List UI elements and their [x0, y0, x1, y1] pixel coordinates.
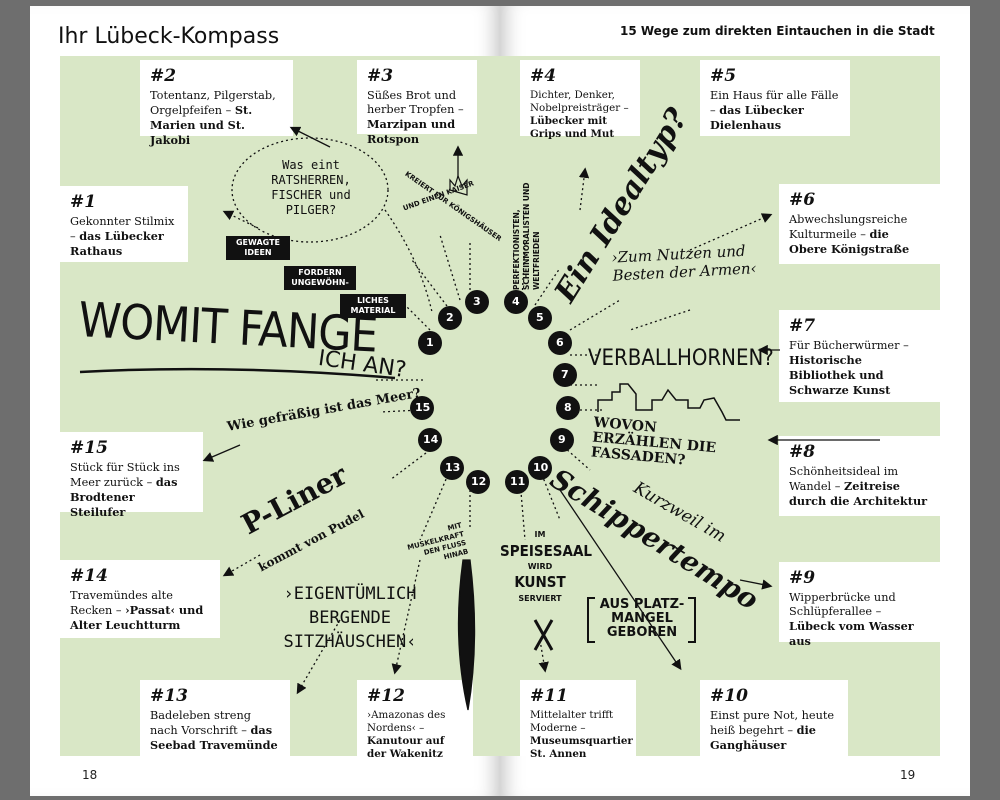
page-title: Ihr Lübeck-Kompass	[58, 24, 280, 49]
entry-bold: das Brodtener Steilufer	[70, 475, 178, 519]
entry-number: #2	[150, 66, 177, 86]
entry-box-14: #14 Travemündes alte Recken – ›Passat‹ u…	[60, 560, 220, 638]
entry-number: #13	[150, 686, 188, 706]
entry-bold: Lübecker mit Grips und Mut	[530, 115, 615, 140]
entry-number: #10	[710, 686, 748, 706]
entry-bold: die Ganghäuser	[710, 723, 816, 752]
entry-bold: St. Marien und St. Jakobi	[150, 103, 253, 147]
caption-kunst: KUNST	[514, 573, 566, 591]
entry-text: Abwechslungsreiche Kulturmeile –	[789, 213, 908, 241]
compass-number: 15	[415, 401, 431, 414]
page-subtitle: 15 Wege zum direkten Eintauchen in die S…	[620, 24, 935, 38]
entry-text: Mittelalter trifft Moderne –	[530, 709, 614, 734]
entry-number: #12	[367, 686, 405, 706]
entry-number: #8	[789, 442, 816, 462]
caption-serviert: SERVIERT	[518, 594, 562, 603]
entry-text: Badeleben streng nach Vorschrift –	[150, 709, 251, 737]
entry-text: Stück für Stück ins Meer zurück –	[70, 461, 180, 489]
entry-number: #4	[530, 66, 557, 86]
entry-number: #14	[70, 566, 108, 586]
entry-text: ›Amazonas des Nordens‹ –	[367, 709, 446, 734]
entry-number: #7	[789, 316, 816, 336]
entry-box-6: #6 Abwechslungsreiche Kulturmeile – die …	[779, 184, 940, 264]
compass-number: 3	[473, 295, 481, 308]
entry-box-1: #1 Gekonnter Stilmix – das Lübecker Rath…	[60, 186, 188, 262]
compass-number: 2	[446, 311, 454, 324]
label-gewagte: GEWAGTE IDEEN	[226, 236, 290, 260]
headline-verballhornen: VERBALLHORNEN?	[588, 346, 774, 371]
entry-bold: Historische Bibliothek und Schwarze Kuns…	[789, 353, 891, 397]
entry-bold: ›Passat‹ und Alter Leuchtturm	[70, 603, 204, 632]
compass-number: 5	[536, 311, 544, 324]
page-number-left: 18	[82, 768, 98, 782]
caption-platzmangel: AUS PLATZ-MANGEL GEBOREN	[599, 597, 685, 640]
entry-bold: die Obere Königstraße	[789, 227, 910, 256]
page-number-right: 19	[900, 768, 916, 782]
entry-bold: das Lübecker Rathaus	[70, 229, 164, 258]
compass-number: 8	[564, 401, 572, 414]
compass-number: 10	[533, 461, 549, 474]
compass-number: 7	[561, 368, 569, 381]
compass-number: 11	[510, 475, 526, 488]
entry-bold: Museumsquartier St. Annen	[530, 735, 633, 760]
entry-box-2: #2 Totentanz, Pilgerstab, Orgelpfeifen –…	[140, 60, 293, 147]
entry-box-5: #5 Ein Haus für alle Fälle – das Lübecke…	[700, 60, 850, 136]
compass-number: 14	[423, 433, 439, 446]
entry-bold: Kanutour auf der Wakenitz	[367, 735, 445, 760]
caption-speisesaal: SPEISESAAL	[500, 542, 592, 560]
caption-wird: WIRD	[527, 562, 553, 571]
bubble-text: Was eint RATSHERREN, FISCHER und PILGER?	[271, 158, 351, 217]
entry-box-9: #9 Wipperbrücke und Schlüpferallee – Lüb…	[779, 562, 940, 648]
entry-number: #9	[789, 568, 816, 588]
entry-box-10: #10 Einst pure Not, heute heiß begehrt –…	[700, 680, 848, 756]
entry-bold: das Lübecker Dielenhaus	[710, 103, 804, 132]
entry-box-13: #13 Badeleben streng nach Vorschrift – d…	[140, 680, 290, 756]
entry-box-3: #3 Süßes Brot und herber Tropfen – Marzi…	[357, 60, 477, 146]
caption-im: IM	[534, 530, 546, 539]
entry-bold: Zeitreise durch die Architektur	[789, 479, 928, 508]
entry-bold: das Seebad Travemünde	[150, 723, 278, 752]
entry-number: #5	[710, 66, 737, 86]
entry-box-8: #8 Schönheitsideal im Wandel – Zeitreise…	[779, 436, 940, 516]
entry-box-15: #15 Stück für Stück ins Meer zurück – da…	[60, 432, 203, 519]
entry-text: Für Bücherwürmer –	[789, 339, 909, 352]
entry-box-12: #12 ›Amazonas des Nordens‹ – Kanutour au…	[357, 680, 473, 760]
entry-number: #11	[530, 686, 568, 706]
compass-number: 9	[558, 433, 566, 446]
compass-number: 1	[426, 336, 434, 349]
entry-text: Ein Haus für alle Fälle –	[710, 89, 839, 117]
entry-bold: Lübeck vom Wasser aus	[789, 619, 914, 648]
compass-number: 6	[556, 336, 564, 349]
entry-text: Travemündes alte Recken –	[70, 589, 173, 617]
label-liches: LICHES MATERIAL	[340, 294, 406, 318]
entry-box-11: #11 Mittelalter trifft Moderne – Museums…	[520, 680, 636, 760]
entry-text: Einst pure Not, heute heiß begehrt –	[710, 709, 835, 737]
entry-text: Totentanz, Pilgerstab, Orgelpfeifen –	[150, 89, 276, 117]
entry-box-4: #4 Dichter, Denker, Nobelpreisträger – L…	[520, 60, 640, 140]
entry-text: Dichter, Denker, Nobelpreisträger –	[530, 89, 629, 114]
entry-number: #1	[70, 192, 97, 212]
compass-number: 4	[512, 295, 520, 308]
entry-number: #15	[70, 438, 108, 458]
entry-text: Schönheitsideal im Wandel –	[789, 465, 899, 493]
quote-eigentuemlich: ›EIGENTÜMLICH BERGENDE SITZHÄUSCHEN‹	[283, 584, 417, 652]
entry-text: Gekonnter Stilmix –	[70, 215, 175, 243]
entry-text: Wipperbrücke und Schlüpferallee –	[789, 591, 896, 618]
entry-number: #6	[789, 190, 816, 210]
compass-number: 12	[471, 475, 487, 488]
caption-perfektionisten: PERFEKTIONISTEN, SCHEINMORALISTEN UND WE…	[512, 182, 541, 290]
entry-box-7: #7 Für Bücherwürmer – Historische Biblio…	[779, 310, 940, 402]
entry-number: #3	[367, 66, 394, 86]
entry-text: Süßes Brot und herber Tropfen –	[367, 89, 464, 116]
entry-bold: Marzipan und Rotspon	[367, 117, 456, 146]
label-fordern: FORDERN UNGEWÖHN-	[284, 266, 356, 290]
compass-number: 13	[445, 461, 461, 474]
